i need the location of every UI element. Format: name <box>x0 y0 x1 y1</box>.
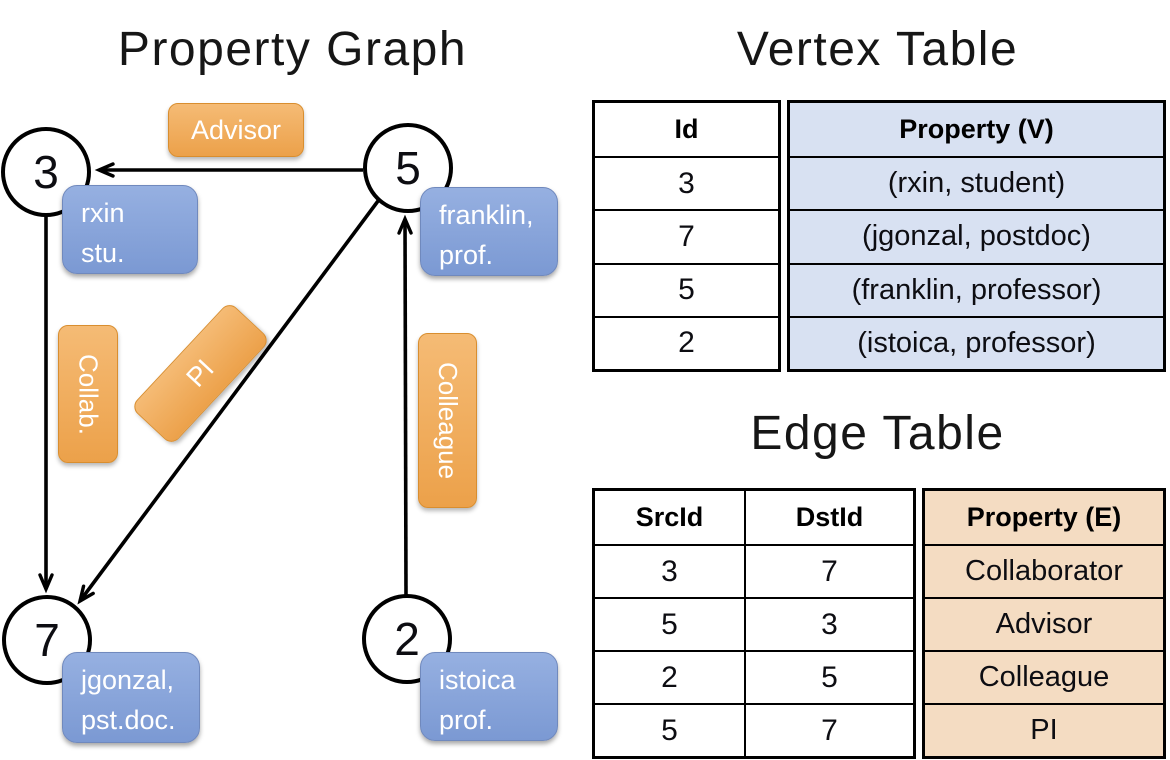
table-cell: 2 <box>595 315 778 369</box>
table-cell: (istoica, professor) <box>790 315 1163 369</box>
node-id-label: 7 <box>34 614 60 666</box>
edge-table-title: Edge Table <box>750 407 1005 460</box>
table-cell: 7 <box>744 703 913 756</box>
table-cell: Colleague <box>925 650 1163 703</box>
vertex-box-line2: stu. <box>81 238 125 268</box>
table-cell: 5 <box>595 703 744 756</box>
table-cell: PI <box>925 703 1163 756</box>
vertex-box-line1: franklin, <box>439 200 534 230</box>
table-cell: Collaborator <box>925 544 1163 597</box>
table-cell: (jgonzal, postdoc) <box>790 209 1163 262</box>
table-cell: 7 <box>595 209 778 262</box>
vertex-table-title: Vertex Table <box>736 23 1019 76</box>
vertex-box-line1: istoica <box>439 665 516 695</box>
vertex-box-line1: jgonzal, <box>81 665 175 695</box>
column-header-srcid: SrcId <box>635 502 704 532</box>
column-header-property-e: Property (E) <box>966 502 1122 532</box>
vertex-box-line2: prof. <box>439 240 494 270</box>
vertex-property-box-istoica: istoica prof. <box>420 652 558 741</box>
table-cell: 5 <box>595 597 744 650</box>
vertex-property-box-rxin: rxin stu. <box>62 185 198 274</box>
node-id-label: 2 <box>394 613 420 665</box>
table-cell: (rxin, student) <box>790 156 1163 209</box>
vertex-property-box-franklin: franklin, prof. <box>420 187 558 276</box>
graph-edges-canvas <box>38 162 413 605</box>
table-cell: 2 <box>595 650 744 703</box>
vertex-property-box-jgonzal: jgonzal, pst.doc. <box>62 652 200 743</box>
vertex-box-line1: rxin <box>81 198 125 228</box>
edge-label-collab: Collab. <box>58 325 118 463</box>
vertex-table-id-column: Id 3 7 5 2 <box>592 100 781 372</box>
table-cell: 7 <box>744 544 913 597</box>
table-cell: (franklin, professor) <box>790 262 1163 316</box>
graph-title: Property Graph <box>117 23 468 76</box>
vertex-table-property-column: Property (V) (rxin, student) (jgonzal, p… <box>787 100 1166 372</box>
column-header-property-v: Property (V) <box>899 114 1054 145</box>
edge-table-id-columns: SrcId DstId 3 7 5 3 2 5 5 7 <box>592 488 916 759</box>
column-header-dstid: DstId <box>744 491 913 544</box>
graph-node-5: 5 <box>363 123 453 213</box>
table-cell: 3 <box>595 544 744 597</box>
graph-node-2: 2 <box>362 594 452 684</box>
edge-line-pi-5-to-7 <box>77 199 380 605</box>
edge-table-property-column: Property (E) Collaborator Advisor Collea… <box>922 488 1166 759</box>
edge-line-colleague-2-to-5 <box>397 214 413 597</box>
node-id-label: 5 <box>395 142 421 194</box>
edge-label-colleague: Colleague <box>418 333 477 508</box>
edge-label-advisor: Advisor <box>168 103 304 157</box>
table-cell: 3 <box>595 156 778 209</box>
column-header-id: Id <box>674 114 699 145</box>
table-cell: 3 <box>744 597 913 650</box>
table-cell: 5 <box>595 262 778 316</box>
table-cell: 5 <box>744 650 913 703</box>
vertex-box-line2: prof. <box>439 705 494 735</box>
table-cell: Advisor <box>925 597 1163 650</box>
node-id-label: 3 <box>33 146 59 198</box>
vertex-box-line2: pst.doc. <box>81 705 176 735</box>
